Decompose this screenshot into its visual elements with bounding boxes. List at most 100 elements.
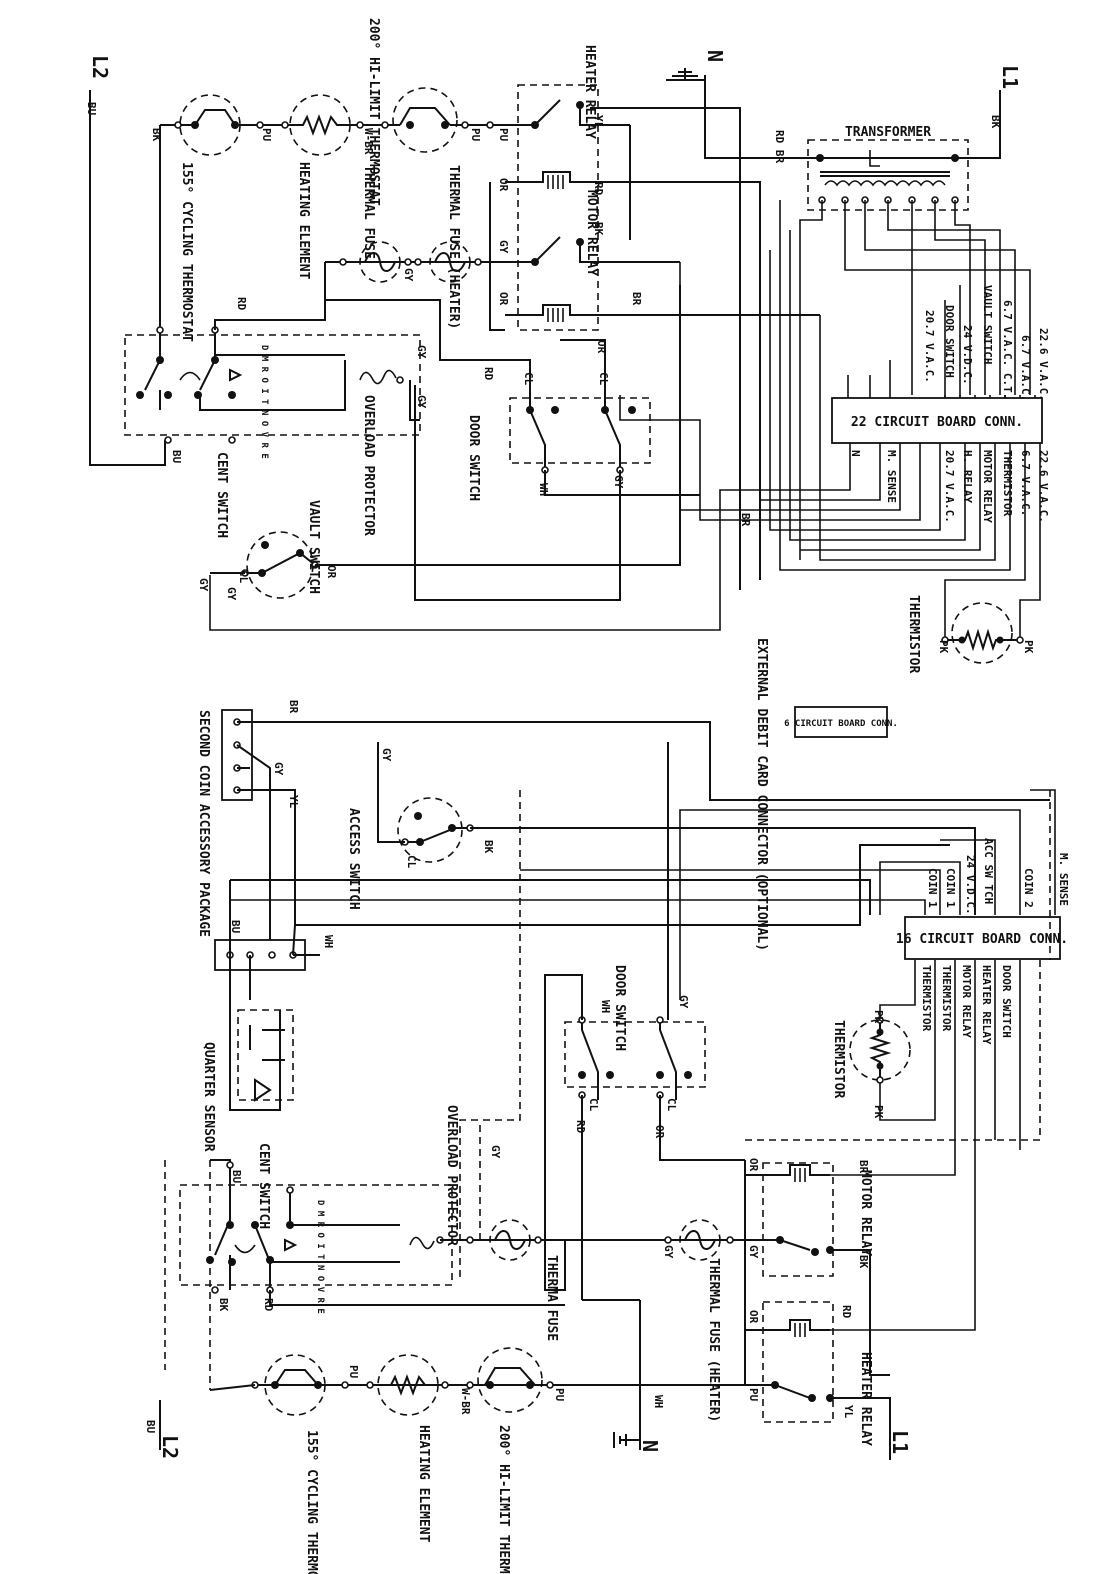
thermal-fuse-heater-top bbox=[429, 241, 471, 283]
wc-b20: GY bbox=[662, 1245, 675, 1259]
wc-b30: PU bbox=[747, 1388, 760, 1402]
pin-22-lower-7: N bbox=[849, 450, 862, 457]
pin-16-upper-1: COIN 2 bbox=[1022, 868, 1035, 908]
wc-t32: BU bbox=[170, 450, 183, 464]
wc-b28: W-BR bbox=[459, 1388, 472, 1415]
wc-b24: BU bbox=[230, 1170, 243, 1184]
bottom-diagram: SECOND COIN ACCESSORY PACKAGE ACCESS SWI… bbox=[144, 700, 1070, 1574]
board-22-title: 22 CIRCUIT BOARD CONN. bbox=[851, 415, 1023, 430]
wc-b12: CL bbox=[587, 1098, 600, 1112]
bottom-thermal-fuses: THERMA FUSE THERMAL FUSE (HEATER) bbox=[466, 1219, 745, 1422]
board-16-lower-pins: DOOR SWITCH HEATER RELAY MOTOR RELAY THE… bbox=[920, 965, 1013, 1045]
thermistor-bottom-label: THERMISTOR bbox=[831, 1020, 846, 1098]
pin-16-lower-2: MOTOR RELAY bbox=[960, 965, 973, 1038]
wc-t9: OR bbox=[497, 178, 510, 192]
wc-t16: RD bbox=[235, 297, 248, 311]
pin-22-upper-6: 20.7 V.A.C. bbox=[923, 310, 936, 383]
wc-t6: YL bbox=[592, 115, 605, 129]
top-l1-label: L1 bbox=[998, 65, 1022, 89]
hi-limit-bottom-label: 200° HI-LIMIT THERMOSTAT bbox=[496, 1425, 511, 1574]
board-22-upper-pins: 22.6 V.A.C. 6.7 V.A.C. 6.7 V.A.C. C.T. V… bbox=[923, 285, 1050, 401]
pin-16-lower-0: DOOR SWITCH bbox=[1000, 965, 1013, 1038]
overload-bottom-label: OVERLOAD PROTECTOR bbox=[444, 1105, 459, 1246]
wc-t5: PU bbox=[497, 128, 510, 142]
pin-22-upper-4: 24 V.D.C. bbox=[961, 325, 974, 385]
wc-b27: PU bbox=[347, 1365, 360, 1379]
heating-element-top-label: HEATING ELEMENT bbox=[296, 162, 311, 280]
top-l2-label: L2 bbox=[88, 55, 112, 79]
wc-b3: GY bbox=[272, 762, 285, 776]
bottom-wire-codes: BR GY YL GY BK CL BU WH PK PK GY WH CL C… bbox=[144, 700, 885, 1434]
pin-22-lower-1: 6.7 V.A.C. bbox=[1019, 450, 1032, 516]
wc-t8: RD BR bbox=[773, 130, 786, 163]
wc-b26: RD bbox=[262, 1298, 275, 1312]
pin-22-upper-2: 6.7 V.A.C. C.T. bbox=[1001, 300, 1014, 399]
pin-22-lower-5: 20.7 V.A.C. bbox=[943, 450, 956, 523]
wc-t17: GY bbox=[415, 345, 428, 359]
thermistor-top: THERMISTOR bbox=[906, 595, 1024, 673]
wc-t20: OR bbox=[595, 340, 608, 354]
thermal-fuse-top bbox=[359, 241, 401, 283]
wc-t2: PU bbox=[260, 128, 273, 142]
door-switch-bottom-label: DOOR SWITCH bbox=[612, 965, 627, 1051]
wc-t12: GY bbox=[402, 268, 415, 282]
heating-element-bottom-label: HEATING ELEMENT bbox=[416, 1425, 431, 1543]
wc-b33: OR bbox=[747, 1310, 760, 1324]
pin-22-lower-6: M. SENSE bbox=[885, 450, 898, 503]
wc-b11: WH bbox=[599, 1000, 612, 1013]
wc-b25: BK bbox=[217, 1298, 230, 1312]
pin-22-upper-0: 22.6 V.A.C. bbox=[1037, 328, 1050, 401]
top-n-label: N bbox=[703, 50, 727, 62]
wc-t15: BR bbox=[630, 292, 643, 306]
pin-22-lower-4: H. RELAY bbox=[961, 450, 974, 503]
hi-limit-thermostat-top bbox=[392, 87, 458, 153]
transformer-box bbox=[807, 139, 969, 211]
wc-t18: GY bbox=[415, 395, 428, 409]
wc-t19: RD bbox=[482, 367, 495, 381]
thermistor-top-label: THERMISTOR bbox=[906, 595, 921, 673]
pin-22-lower-3: MOTOR RELAY bbox=[981, 450, 994, 523]
cycling-top-label: 155° CYCLING THERMOSTAT bbox=[179, 162, 194, 342]
pin-16-lower-1: HEATER RELAY bbox=[980, 965, 993, 1045]
top-relay-box bbox=[517, 84, 599, 331]
wc-t10: RD bbox=[592, 182, 605, 196]
cent-switch-top: D M R O I T N O V R E CENT SWITCH OVERLO… bbox=[124, 262, 421, 538]
board-connector-16: 16 CIRCUIT BOARD CONN. bbox=[230, 789, 1068, 1331]
wc-t23: WH bbox=[537, 483, 550, 496]
six-circuit-box bbox=[794, 706, 888, 738]
wc-t26: OR bbox=[325, 565, 338, 579]
cent-switch-top-label: CENT SWITCH bbox=[214, 452, 229, 538]
bottom-heater-chain: 155° CYCLING THERMOSTA- HEATING ELEMENT … bbox=[209, 1347, 745, 1574]
wc-b5: CL bbox=[405, 855, 418, 869]
quarter-sensor: QUARTER SENSOR bbox=[201, 879, 871, 1152]
wc-t13: BK bbox=[592, 222, 605, 236]
wc-t21: CL bbox=[522, 372, 535, 386]
pin-16-upper-0: M. SENSE bbox=[1057, 853, 1070, 906]
vault-switch-top: VAULT SWITCH bbox=[210, 285, 681, 599]
wc-b18: BK bbox=[857, 1255, 870, 1269]
pin-22-upper-3: VAULT SWITCH bbox=[981, 285, 994, 364]
wc-t4: PU bbox=[469, 128, 482, 142]
access-switch: ACCESS SWITCH bbox=[346, 742, 976, 915]
pin-22-lower-2: THERMISTOR bbox=[1001, 450, 1014, 517]
wc-b0: BR bbox=[287, 700, 300, 714]
heater-relay-bottom-label: HEATER RELAY bbox=[858, 1352, 873, 1446]
bottom-harness-dashed bbox=[164, 790, 1051, 1390]
bottom-power-lines: L1 L2 N bbox=[158, 1299, 912, 1460]
wc-t31: PK bbox=[1022, 640, 1035, 654]
wc-b7: WH bbox=[322, 935, 335, 948]
pin-16-lower-3: THERMISTOR bbox=[940, 965, 953, 1032]
wc-b1: GY bbox=[380, 748, 393, 762]
wc-t30: PK bbox=[937, 640, 950, 654]
top-heater-chain bbox=[160, 87, 505, 156]
wc-t29: GY bbox=[197, 578, 210, 592]
wc-b10: GY bbox=[677, 995, 690, 1009]
door-switch-bottom: DOOR SWITCH bbox=[544, 742, 745, 1300]
pin-22-upper-1: 6.7 V.A.C. bbox=[1019, 335, 1032, 401]
pin-22-upper-5: DOOR SWITCH bbox=[943, 305, 956, 378]
wc-t25: BR bbox=[739, 513, 752, 527]
wc-t22: CL bbox=[597, 372, 610, 386]
middle-annotations: EXTERNAL DEBIT CARD CONNECTOR (OPTIONAL)… bbox=[754, 638, 898, 951]
cycling-bottom-label: 155° CYCLING THERMOSTA- bbox=[304, 1430, 319, 1574]
